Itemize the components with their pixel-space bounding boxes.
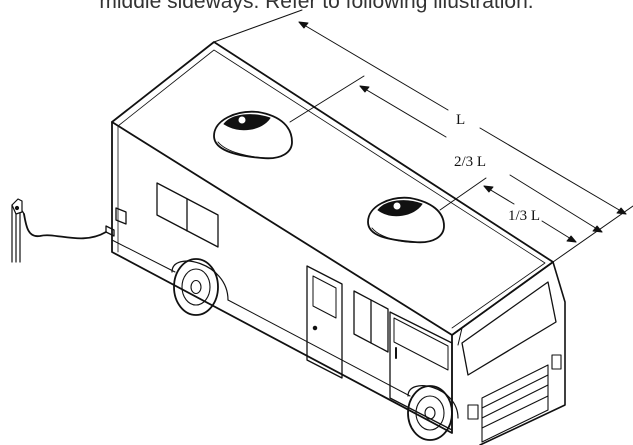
dimension-full-length [213,9,633,263]
rear-window [156,182,219,248]
dimension-two-thirds [289,75,603,233]
two-thirds-length-label: 2/3 L [454,154,486,170]
dimension-one-third [439,177,577,243]
rear-ac-unit [213,110,293,160]
power-inlet [105,207,127,237]
front-ac-unit [367,196,445,244]
intro-text: middle sideways. Refer to following illu… [99,0,534,13]
cab-door [389,311,453,431]
rv-body [111,41,566,445]
rear-wheel [171,258,229,316]
front-wheel [407,385,459,441]
entry-door [306,265,343,379]
one-third-length-label: 1/3 L [508,208,540,224]
shore-power-pedestal [11,198,23,263]
windshield [461,281,557,376]
front-grille [467,354,562,443]
power-cord [17,208,107,240]
mid-window [353,290,389,353]
full-length-label: L [456,112,465,128]
